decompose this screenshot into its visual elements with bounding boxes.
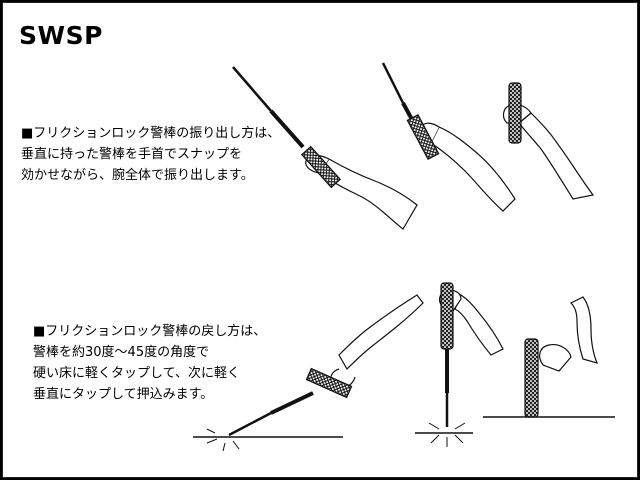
instruction-line: ■フリクションロック警棒の戻し方は、 — [33, 324, 267, 339]
impact-burst-icon — [428, 422, 466, 447]
instruction-line: 垂直に持った警棒を手首でスナップを — [21, 147, 243, 162]
impact-burst-icon — [203, 428, 240, 452]
instruction-line: 警棒を約30度～45度の角度で — [33, 345, 210, 360]
swing-frame-3 — [502, 82, 595, 200]
baton-swing-out-sequence-icon — [232, 62, 595, 230]
swing-frame-1 — [232, 66, 418, 230]
swing-out-instructions: ■フリクションロック警棒の振り出し方は、 垂直に持った警棒を手首でスナップを 効… — [21, 123, 280, 186]
instruction-line: 垂直にタップして押込みます。 — [33, 387, 214, 402]
instruction-line: 硬い床に軽くタップして、次に軽く — [33, 366, 240, 381]
brand-logo: SWSP — [19, 21, 103, 50]
baton-tap-return-sequence-icon — [193, 282, 615, 452]
return-instructions: ■フリクションロック警棒の戻し方は、 警棒を約30度～45度の角度で 硬い床に軽… — [33, 321, 266, 405]
return-frame-1 — [193, 294, 424, 452]
return-frame-3 — [483, 296, 615, 418]
swing-frame-2 — [381, 62, 516, 212]
instruction-line: ■フリクションロック警棒の振り出し方は、 — [21, 126, 281, 141]
return-frame-2 — [415, 282, 504, 447]
illustrations — [193, 62, 615, 452]
instruction-line: 効かせながら、腕全体で振り出します。 — [21, 168, 254, 183]
